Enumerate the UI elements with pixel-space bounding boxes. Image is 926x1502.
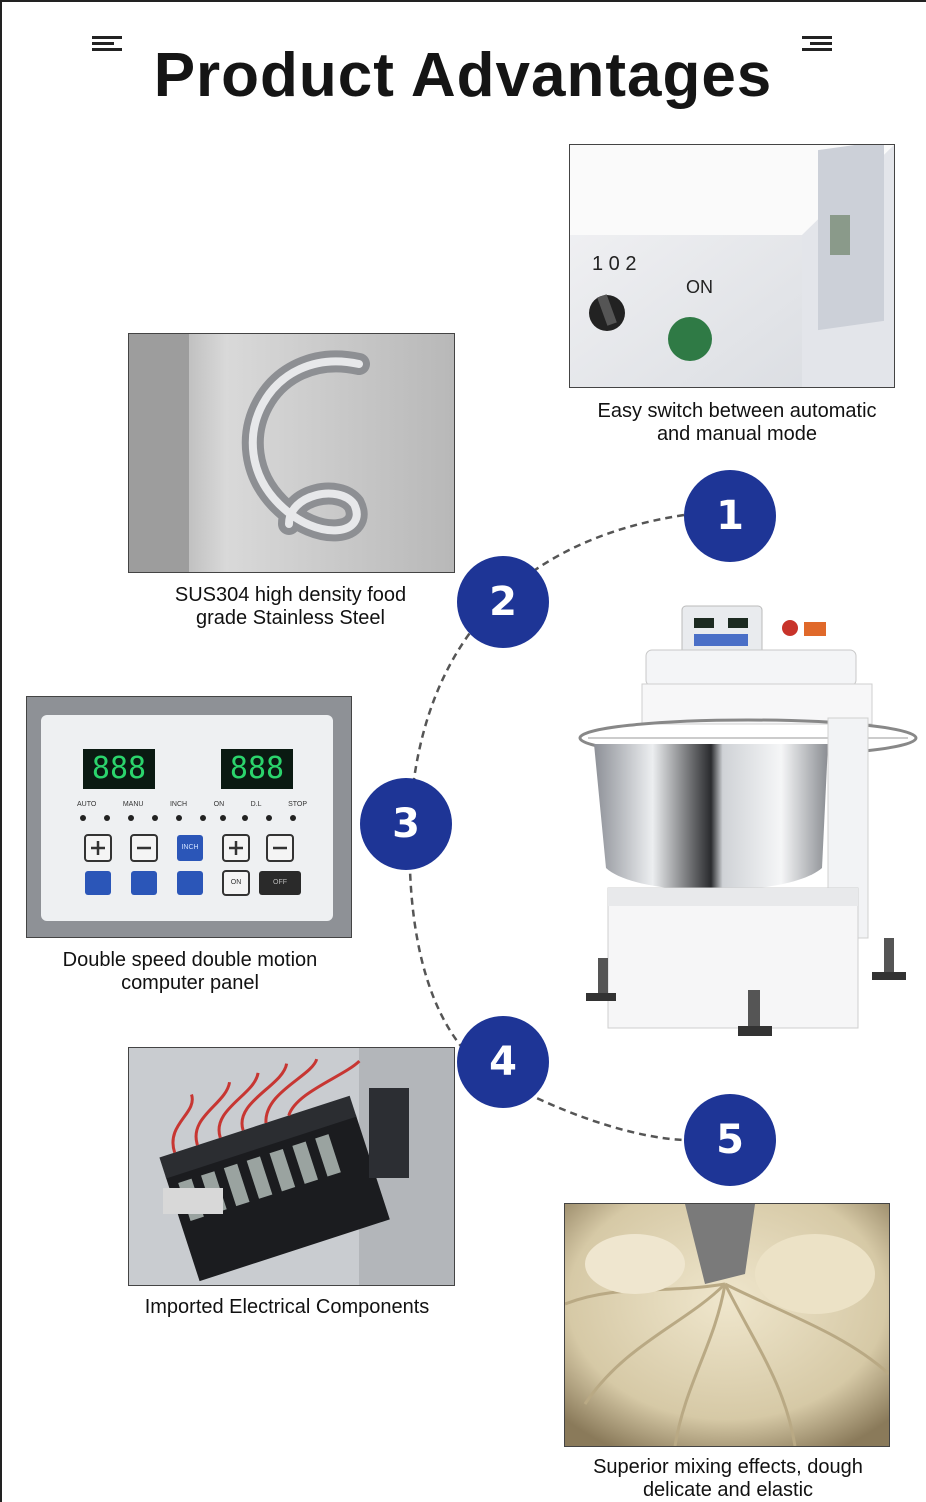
speed-display-right: 888 bbox=[221, 749, 293, 789]
stop-indicator-label: STOP bbox=[288, 801, 307, 808]
on-key: ON bbox=[230, 879, 242, 886]
steel-hook-photo bbox=[128, 333, 455, 573]
feature-2-badge: 2 bbox=[457, 556, 549, 648]
inch-key: INCH bbox=[181, 844, 199, 851]
feature-3-badge: 3 bbox=[360, 778, 452, 870]
on-indicator-label: ON bbox=[213, 801, 225, 808]
switch-photo: 1 0 2 ON bbox=[569, 144, 895, 388]
feature-1-badge: 1 bbox=[684, 470, 776, 562]
dial-label: 1 0 2 bbox=[592, 253, 637, 275]
feature-4-badge: 4 bbox=[457, 1016, 549, 1108]
feature-5-caption: Superior mixing effects, dough delicate … bbox=[593, 1456, 863, 1501]
left-lines-icon bbox=[92, 36, 124, 54]
auto-indicator-label: AUTO bbox=[77, 801, 97, 808]
feature-5-badge: 5 bbox=[684, 1094, 776, 1186]
inch-indicator-label: INCH bbox=[169, 801, 188, 808]
speed-display-left: 888 bbox=[83, 749, 155, 789]
off-key: OFF bbox=[273, 879, 287, 886]
page-title: Product Advantages bbox=[153, 41, 773, 110]
dough-photo bbox=[564, 1203, 890, 1447]
electrical-components-photo bbox=[128, 1047, 455, 1286]
feature-2-caption: SUS304 high density food grade Stainless… bbox=[174, 584, 407, 629]
spiral-mixer-image bbox=[578, 605, 918, 1036]
dl-indicator-label: D.L bbox=[250, 801, 262, 808]
feature-3-caption: Double speed double motion computer pane… bbox=[62, 949, 318, 994]
feature-1-caption: Easy switch between automatic and manual… bbox=[597, 400, 877, 445]
manu-indicator-label: MANU bbox=[122, 801, 144, 808]
control-panel-photo: 888 888 AUTO MANU INCH ON D.L STOP bbox=[26, 696, 352, 938]
right-lines-icon bbox=[802, 36, 834, 54]
feature-4-caption: Imported Electrical Components bbox=[144, 1296, 430, 1318]
on-label: ON bbox=[686, 277, 713, 297]
